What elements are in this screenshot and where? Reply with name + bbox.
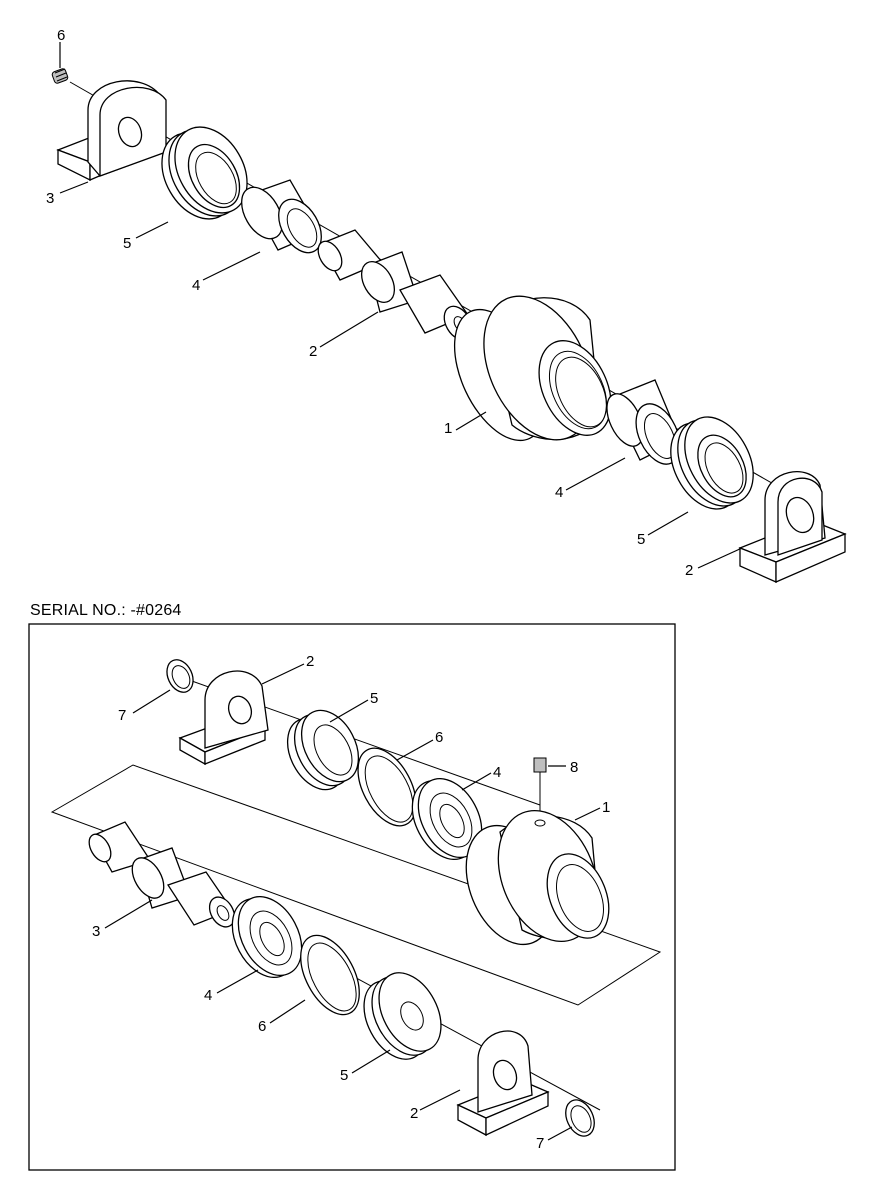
upper-callout-4-right: 4: [555, 484, 563, 501]
lower-callout-2: 2: [306, 653, 314, 670]
lower-callout-5-bottom: 5: [340, 1067, 348, 1084]
lower-assembly: 2 7 5 6 4 8 1 3 4 6 5 2 7: [28, 623, 676, 1171]
upper-callout-3: 3: [46, 190, 54, 207]
lower-part-7-snap-ring: [166, 659, 194, 693]
upper-callout-2-right: 2: [685, 562, 693, 579]
lower-part-5-seal: [286, 709, 360, 791]
lower-callout-4-bottom: 4: [204, 987, 212, 1004]
serial-heading: SERIAL NO.: -#0264: [30, 602, 182, 619]
lower-callout-2-bottom: 2: [410, 1105, 418, 1122]
lower-part-1-roller: [465, 809, 610, 946]
upper-callout-5: 5: [123, 235, 131, 252]
lower-part-4-bearing: [411, 778, 483, 860]
upper-part-5-seal: [161, 126, 248, 220]
lower-callout-4: 4: [493, 764, 501, 781]
upper-part-2-bracket: [738, 471, 847, 584]
upper-part-1-roller: [453, 295, 612, 442]
lower-part-8-plug: [533, 757, 547, 818]
upper-callout-2: 2: [309, 343, 317, 360]
lower-callout-6-bottom: 6: [258, 1018, 266, 1035]
upper-part-4-bushing-right: [606, 379, 681, 465]
upper-callout-4: 4: [192, 277, 200, 294]
upper-part-5-seal-right: [670, 416, 754, 510]
upper-callout-6: 6: [57, 27, 65, 44]
lower-callout-7-bottom: 7: [536, 1135, 544, 1152]
lower-part-6-retaining-ring-bottom: [300, 934, 360, 1016]
serial-box-frame: [28, 623, 676, 1171]
lower-callout-3: 3: [92, 923, 100, 940]
lower-part-2-bracket: [178, 670, 269, 766]
lower-part-6-retaining-ring: [357, 747, 417, 827]
lower-part-7-snap-ring-bottom: [565, 1099, 595, 1137]
lower-callout-6: 6: [435, 729, 443, 746]
upper-part-6-set-screw: [51, 68, 69, 84]
upper-assembly: 6 3 5 4 2 1 4 5 2: [46, 27, 847, 584]
lower-part-2-bracket-bottom: [456, 1030, 550, 1137]
lower-part-3-shaft: [88, 821, 236, 928]
upper-callout-5-right: 5: [637, 531, 645, 548]
lower-part-4-bearing-bottom: [231, 896, 303, 978]
upper-part-4-bushing: [241, 179, 322, 254]
lower-callout-8: 8: [570, 759, 578, 776]
lower-part-5-seal-bottom: [363, 972, 442, 1060]
lower-callout-5: 5: [370, 690, 378, 707]
lower-callout-7: 7: [118, 707, 126, 724]
upper-part-2-shaft: [317, 229, 473, 341]
lower-callout-1: 1: [602, 799, 610, 816]
upper-part-3-bracket: [56, 80, 167, 182]
upper-callout-1: 1: [444, 420, 452, 437]
